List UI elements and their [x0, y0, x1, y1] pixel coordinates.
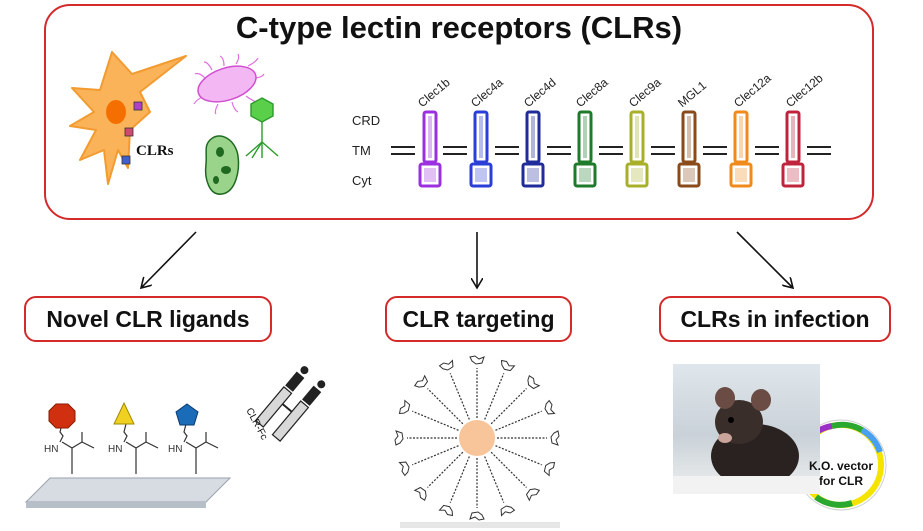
receptor-bar	[781, 110, 805, 188]
membrane-segment	[599, 146, 623, 155]
membrane-segment	[703, 146, 727, 155]
clr-fc-icon	[254, 366, 326, 442]
nanoparticle-icon	[394, 355, 560, 521]
membrane-segment	[391, 146, 415, 155]
mouse-photo	[673, 364, 820, 494]
receptor-bar	[677, 110, 701, 188]
mouse-image	[673, 387, 820, 494]
crd-row-label: CRD	[352, 113, 381, 128]
glycan-array-icon: HN HN HN	[24, 401, 232, 508]
membrane-segment	[495, 146, 519, 155]
sugar-pentagon-icon	[175, 403, 199, 426]
receptor-bar	[573, 110, 597, 188]
receptor-bar	[418, 110, 442, 188]
membrane-segment	[547, 146, 571, 155]
membrane-segment	[651, 146, 675, 155]
membrane-segment	[443, 146, 467, 155]
virus-icon	[245, 97, 279, 159]
arrow-to-ligands	[141, 231, 197, 288]
panel-base	[400, 522, 560, 528]
tm-row-label: TM	[352, 143, 371, 158]
membrane-segment	[755, 146, 779, 155]
amine-label: HN	[108, 444, 122, 455]
receptor-bar	[625, 110, 649, 188]
clr-family-panel	[44, 4, 874, 220]
bacterium-icon	[193, 53, 265, 115]
clrs-cell-label: CLRs	[136, 143, 174, 159]
dendritic-cell-icon	[69, 51, 187, 185]
receptor-bars	[391, 110, 831, 188]
clrs-infection-box: CLRs in infection	[659, 296, 891, 342]
amine-label: HN	[168, 444, 182, 455]
amine-label: HN	[44, 444, 58, 455]
cyt-row-label: Cyt	[352, 173, 372, 188]
parasite-icon	[204, 135, 240, 195]
diagram-title: C-type lectin receptors (CLRs)	[235, 10, 683, 45]
membrane-segment	[807, 146, 831, 155]
receptor-bar	[729, 110, 753, 188]
sugar-triangle-icon	[113, 401, 135, 425]
receptor-bar	[521, 110, 545, 188]
sugar-octagon-icon	[48, 403, 76, 429]
ko-vector-label: K.O. vector for CLR	[808, 459, 874, 488]
receptor-bar	[469, 110, 493, 188]
novel-ligands-box: Novel CLR ligands	[24, 296, 272, 342]
clr-targeting-box: CLR targeting	[385, 296, 572, 342]
arrow-to-infection	[736, 231, 793, 288]
